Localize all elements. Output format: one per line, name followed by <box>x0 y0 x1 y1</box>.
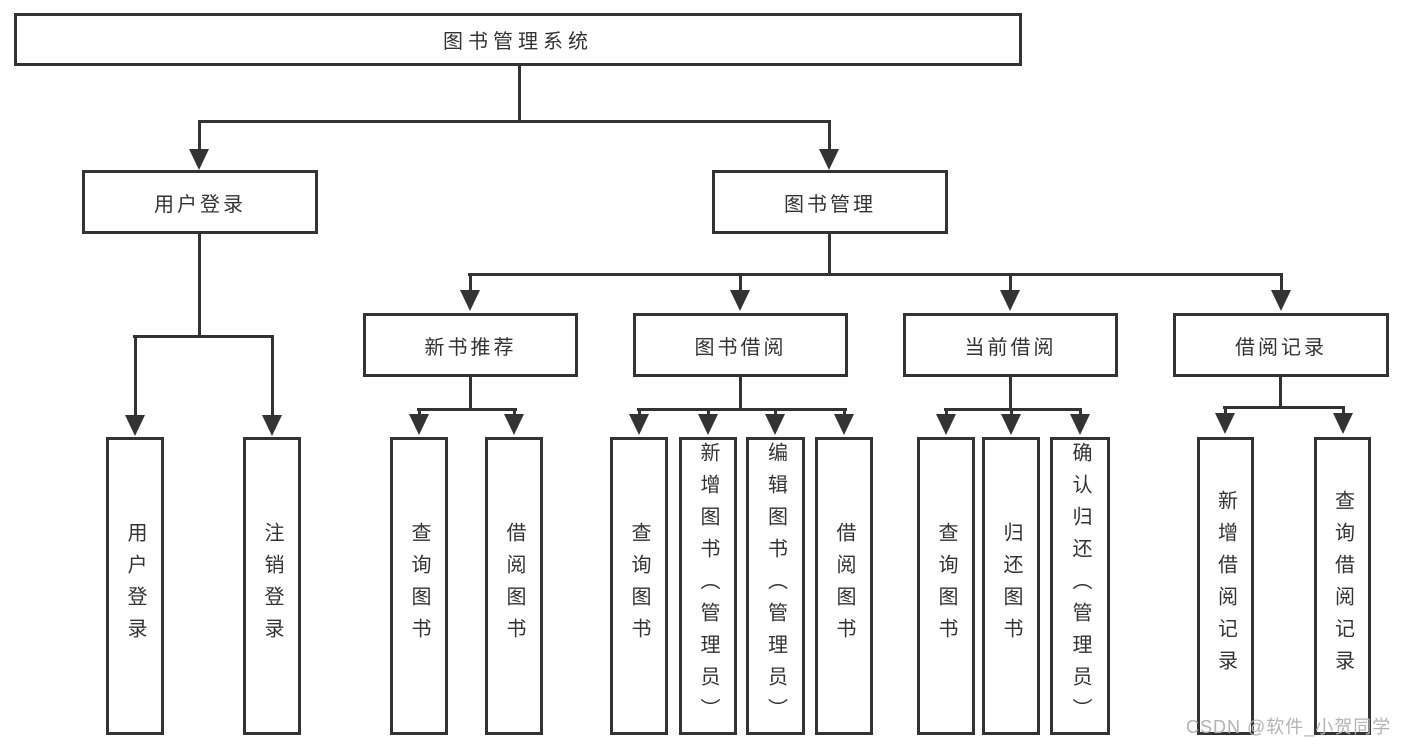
arrow-down-icon <box>629 414 649 435</box>
arrow-down-icon <box>834 414 854 435</box>
node-new-book-recommend: 新书推荐 <box>363 313 578 377</box>
arrow-down-icon <box>125 415 145 436</box>
connector-drop <box>469 275 472 293</box>
connector-book-mgmt-stem <box>828 231 831 275</box>
connector-root-bar <box>198 120 831 123</box>
arrow-down-icon <box>936 414 956 435</box>
arrow-down-icon <box>1215 413 1235 434</box>
arrow-down-icon <box>1333 413 1353 434</box>
leaf-label: 查询图书 <box>935 522 957 650</box>
leaf-label: 查询图书 <box>408 522 430 650</box>
connector-borrowing-stem <box>739 374 742 411</box>
leaf-current-confirm-return-admin: 确认归还（管理员） <box>1050 437 1110 735</box>
connector-records-bar <box>1223 406 1345 409</box>
connector-drop <box>774 410 777 417</box>
leaf-new-book-borrow-books: 借阅图书 <box>485 437 543 735</box>
leaf-borrowing-query-books: 查询图书 <box>610 437 668 735</box>
arrow-down-icon <box>1001 414 1021 435</box>
leaf-label: 新增借阅记录 <box>1214 490 1237 682</box>
leaf-borrowing-borrow-books: 借阅图书 <box>815 437 873 735</box>
connector-records-stem <box>1279 374 1282 409</box>
node-user-login: 用户登录 <box>82 170 318 234</box>
leaf-records-query-record: 查询借阅记录 <box>1314 437 1371 735</box>
connector-drop <box>1280 275 1283 293</box>
arrow-down-icon <box>765 414 785 435</box>
node-borrowing-records: 借阅记录 <box>1173 313 1389 377</box>
connector-drop <box>198 121 201 151</box>
connector-drop <box>271 337 274 417</box>
connector-drop <box>828 121 831 151</box>
connector-drop <box>945 410 948 417</box>
node-current-borrowing: 当前借阅 <box>903 313 1118 377</box>
connector-new-book-bar <box>417 408 517 411</box>
arrow-down-icon <box>819 149 839 170</box>
arrow-down-icon <box>262 415 282 436</box>
connector-drop <box>638 410 641 417</box>
connector-current-stem <box>1009 374 1012 411</box>
connector-drop <box>1009 275 1012 293</box>
leaf-label: 归还图书 <box>1000 522 1022 650</box>
arrow-down-icon <box>189 149 209 170</box>
leaf-label: 注销登录 <box>261 522 283 650</box>
leaf-label: 借阅图书 <box>503 522 525 650</box>
arrow-down-icon <box>504 414 524 435</box>
leaf-user-login: 用户登录 <box>106 437 164 735</box>
arrow-down-icon <box>698 414 718 435</box>
watermark: CSDN @软件_小贺同学 <box>1186 717 1392 737</box>
leaf-label: 新增图书（管理员） <box>697 442 719 730</box>
connector-drop <box>1010 410 1013 417</box>
leaf-label: 确认归还（管理员） <box>1069 442 1091 730</box>
arrow-down-icon <box>730 290 750 311</box>
node-book-borrowing: 图书借阅 <box>633 313 848 377</box>
arrow-down-icon <box>460 290 480 311</box>
connector-drop <box>1079 410 1082 417</box>
leaf-new-book-query-books: 查询图书 <box>390 437 448 735</box>
connector-book-mgmt-bar <box>468 273 1283 276</box>
leaf-borrowing-edit-books-admin: 编辑图书（管理员） <box>746 437 805 735</box>
leaf-logout: 注销登录 <box>243 437 301 735</box>
leaf-current-query-books: 查询图书 <box>917 437 975 735</box>
leaf-label: 编辑图书（管理员） <box>764 442 787 730</box>
connector-user-login-bar <box>133 335 274 338</box>
arrow-down-icon <box>1271 290 1291 311</box>
connector-drop <box>513 410 516 417</box>
connector-user-login-stem <box>198 231 201 338</box>
leaf-label: 用户登录 <box>124 522 146 650</box>
connector-root-stem <box>518 64 521 122</box>
leaf-label: 查询借阅记录 <box>1331 490 1354 682</box>
leaf-label: 查询图书 <box>628 522 650 650</box>
connector-drop <box>1342 408 1345 415</box>
root-node-library-system: 图书管理系统 <box>14 13 1022 66</box>
connector-drop <box>134 337 137 417</box>
connector-drop <box>1224 408 1227 415</box>
arrow-down-icon <box>1070 414 1090 435</box>
leaf-label: 借阅图书 <box>833 522 855 650</box>
connector-borrowing-bar <box>637 408 847 411</box>
connector-new-book-stem <box>469 374 472 411</box>
arrow-down-icon <box>1000 290 1020 311</box>
connector-drop <box>418 410 421 417</box>
arrow-down-icon <box>409 414 429 435</box>
leaf-current-return-books: 归还图书 <box>982 437 1040 735</box>
connector-drop <box>843 410 846 417</box>
connector-drop <box>739 275 742 293</box>
leaf-records-add-record: 新增借阅记录 <box>1197 437 1254 735</box>
node-book-management: 图书管理 <box>712 170 948 234</box>
connector-current-bar <box>944 408 1082 411</box>
connector-drop <box>707 410 710 417</box>
leaf-borrowing-add-books-admin: 新增图书（管理员） <box>679 437 737 735</box>
